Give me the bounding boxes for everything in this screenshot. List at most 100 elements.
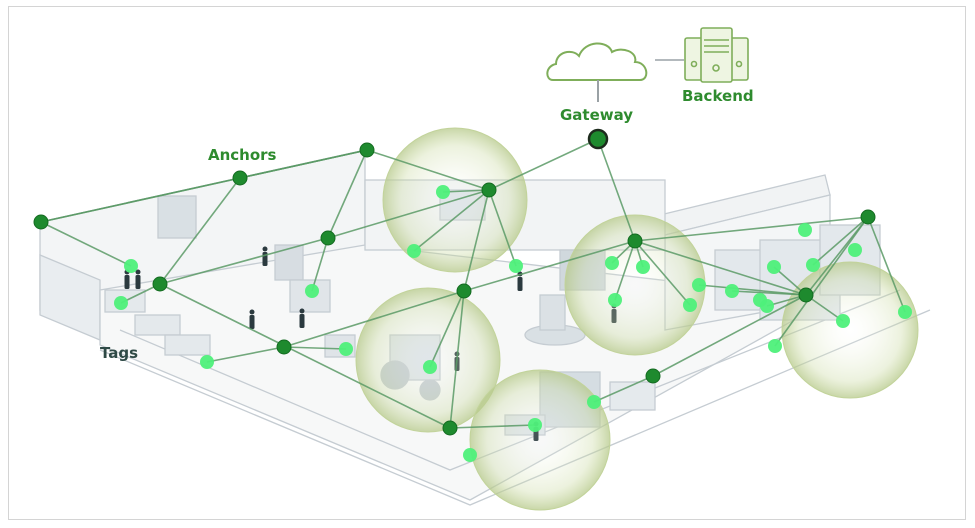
tag-node [305,284,319,298]
network-link [774,216,869,347]
network-link [634,240,807,296]
floor-lane-2 [119,289,901,471]
tag-node [124,259,138,273]
network-link [805,294,844,322]
network-link [159,177,241,285]
anchor-node [798,287,814,303]
network-link [327,189,490,239]
network-link [449,424,536,429]
conveyor-3 [164,334,211,356]
network-links [40,138,906,429]
anchor-node [152,276,168,292]
tag-node [798,223,812,237]
worker-body [124,275,130,289]
anchor-node [320,230,336,246]
worker-body [517,277,523,291]
tag-node [509,259,523,273]
worker-body [249,315,255,329]
network-link [597,138,636,242]
tag-node [725,284,739,298]
tags-label: Tags [100,344,138,362]
tag-node [806,258,820,272]
gateway-node [587,128,609,150]
anchor-node [276,339,292,355]
tag-node [200,355,214,369]
server-rack-icon [684,27,749,83]
tag-node [423,360,437,374]
network-link [206,346,285,363]
tag-node [898,305,912,319]
tag-node [528,418,542,432]
network-link [614,240,636,301]
tag-node [683,298,697,312]
network-link [652,294,807,377]
range-sphere [781,261,919,399]
cloud-icon [546,42,648,81]
spool-machine [274,244,304,281]
tag-node [753,293,767,307]
network-link [442,189,490,193]
network-link [283,346,347,350]
tag-node [767,260,781,274]
worker-head [299,308,305,314]
tag-node [587,395,601,409]
anchor-nodes [33,128,876,436]
worker-body [135,275,141,289]
anchor-node [232,170,248,186]
network-link [463,189,490,292]
tag-nodes [114,185,912,462]
network-link [40,149,368,223]
network-link [634,216,869,242]
network-link [634,240,691,306]
network-link [698,284,807,296]
anchor-range-spheres [355,127,919,511]
conveyor-2 [134,314,181,336]
tag-node [114,296,128,310]
network-link [488,189,517,267]
network-link [159,283,451,429]
tag-node [636,260,650,274]
anchor-node [860,209,876,225]
tag-node [692,278,706,292]
tag-node [339,342,353,356]
network-link [488,138,599,191]
tag-node [407,244,421,258]
worker-body [299,314,305,328]
network-link [463,240,636,292]
anchor-node [442,420,458,436]
network-link [449,290,465,429]
tag-node [436,185,450,199]
network-link [366,149,490,191]
floor-lane [99,309,931,506]
backend-label: Backend [682,87,754,105]
network-link [159,237,329,285]
anchor-node [359,142,375,158]
anchors-label: Anchors [208,146,277,164]
tag-node [836,314,850,328]
tag-node [605,256,619,270]
gateway-label: Gateway [560,106,633,124]
network-link [812,216,869,266]
tag-node [848,243,862,257]
worker-head [135,269,141,275]
anchor-node [33,214,49,230]
network-link [413,189,490,252]
tag-node [608,293,622,307]
crates [609,381,656,411]
anchor-node [627,233,643,249]
network-link [429,290,465,368]
anchor-node [645,368,661,384]
range-sphere [469,369,611,511]
range-sphere [355,287,501,433]
tag-node [463,448,477,462]
door [157,195,197,239]
anchor-node [481,182,497,198]
tag-node [768,339,782,353]
worker-head [262,246,268,252]
network-link [40,221,132,267]
network-link [867,216,906,313]
worker-head [249,309,255,315]
network-link [593,375,654,403]
anchor-node [456,283,472,299]
